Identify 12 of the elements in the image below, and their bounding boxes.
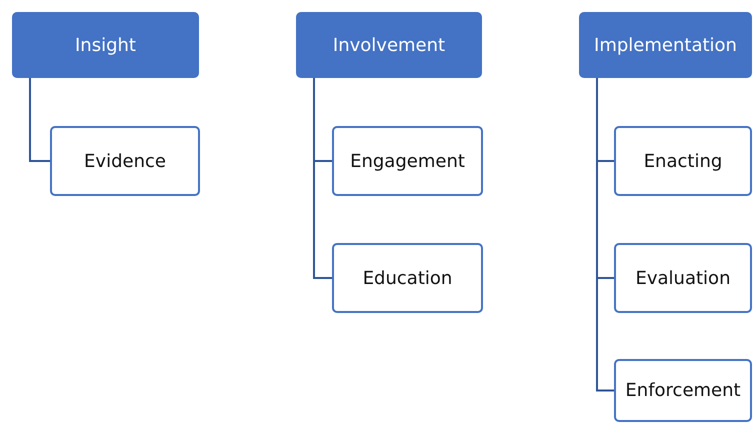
category-box: Involvement xyxy=(296,12,482,78)
item-box: Enforcement xyxy=(614,359,752,422)
item-box: Education xyxy=(332,243,483,313)
category-box: Implementation xyxy=(579,12,752,78)
item-box: Evidence xyxy=(50,126,200,196)
connector-line xyxy=(313,78,332,279)
item-box: Evaluation xyxy=(614,243,752,313)
category-box: Insight xyxy=(12,12,199,78)
item-box: Engagement xyxy=(332,126,483,196)
connector-line xyxy=(29,78,50,162)
connector-line xyxy=(596,78,614,392)
item-box: Enacting xyxy=(614,126,752,196)
